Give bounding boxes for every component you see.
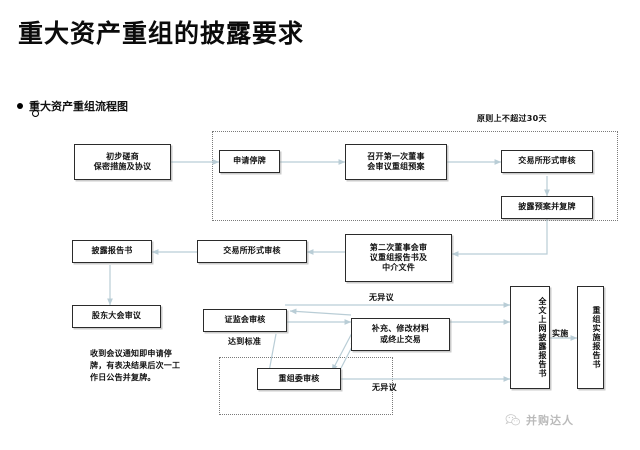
- label-no-objection-bottom: 无异议: [372, 383, 397, 392]
- node-preliminary-negotiation[interactable]: 初步磋商 保密措施及协议: [74, 144, 171, 180]
- sub-bullet-circle-icon: [32, 110, 39, 117]
- page-title: 重大资产重组的披露要求: [18, 19, 305, 48]
- node-line-2: 议重组报告书及: [369, 252, 428, 262]
- node-restructuring-committee-review[interactable]: 重组委审核: [257, 368, 341, 390]
- label-meets-standard: 达到标准: [228, 337, 262, 346]
- watermark-label: 并购达人: [526, 414, 574, 427]
- node-exchange-formal-review-2[interactable]: 交易所形式审核: [197, 240, 307, 263]
- node-restructuring-implementation-report[interactable]: 重组实施报告书: [577, 286, 604, 389]
- node-second-board-meeting[interactable]: 第二次董事会审 议重组报告书及 中介文件: [345, 234, 452, 282]
- node-disclose-plan-resume[interactable]: 披露预案并复牌: [501, 196, 593, 219]
- dotted-frame-restructuring-committee: [219, 357, 393, 415]
- node-vert-col-2: 上网披露报告书: [538, 315, 547, 378]
- node-csrc-review[interactable]: 证监会审核: [203, 309, 287, 332]
- node-first-board-meeting[interactable]: 召开第一次董事 会审议重组预案: [345, 144, 447, 180]
- dotted-frame-phase-one: [212, 131, 618, 221]
- node-line-1: 初步磋商: [106, 151, 139, 161]
- watermark: 并购达人: [505, 412, 574, 428]
- node-line-2: 保密措施及协议: [93, 162, 152, 171]
- node-line-1: 第二次董事会审: [369, 242, 428, 252]
- bullet-dot-icon: [17, 103, 23, 109]
- node-online-disclosure-full-text[interactable]: 全文 上网披露报告书: [510, 286, 550, 389]
- node-disclose-report[interactable]: 披露报告书: [72, 240, 152, 263]
- node-line-2: 或终止交易: [380, 334, 421, 344]
- wechat-icon: [505, 414, 521, 426]
- bullet-list-item: 重大资产重组流程图: [17, 98, 128, 114]
- node-apply-suspension[interactable]: 申请停牌: [219, 150, 280, 173]
- bullet-label: 重大资产重组流程图: [29, 100, 128, 113]
- node-supplement-or-terminate[interactable]: 补充、修改材料 或终止交易: [351, 318, 450, 351]
- node-line-1: 补充、修改材料: [371, 324, 430, 334]
- label-no-objection-top: 无异议: [369, 293, 394, 302]
- label-implement: 实施: [552, 329, 569, 338]
- node-shareholders-meeting[interactable]: 股东大会审议: [72, 305, 161, 328]
- node-vert-col-1: 全文: [538, 297, 547, 315]
- node-exchange-formal-review-1[interactable]: 交易所形式审核: [501, 150, 593, 173]
- label-within-30-days: 原则上不超过30天: [477, 114, 547, 123]
- node-line-1: 召开第一次董事: [367, 151, 425, 161]
- node-line-3: 中介文件: [382, 263, 415, 273]
- note-suspension-explanation: 收到会议通知即申请停牌，有表决结果后次一工作日公告并复牌。: [90, 349, 181, 382]
- node-line-2: 会审议重组预案: [367, 162, 425, 171]
